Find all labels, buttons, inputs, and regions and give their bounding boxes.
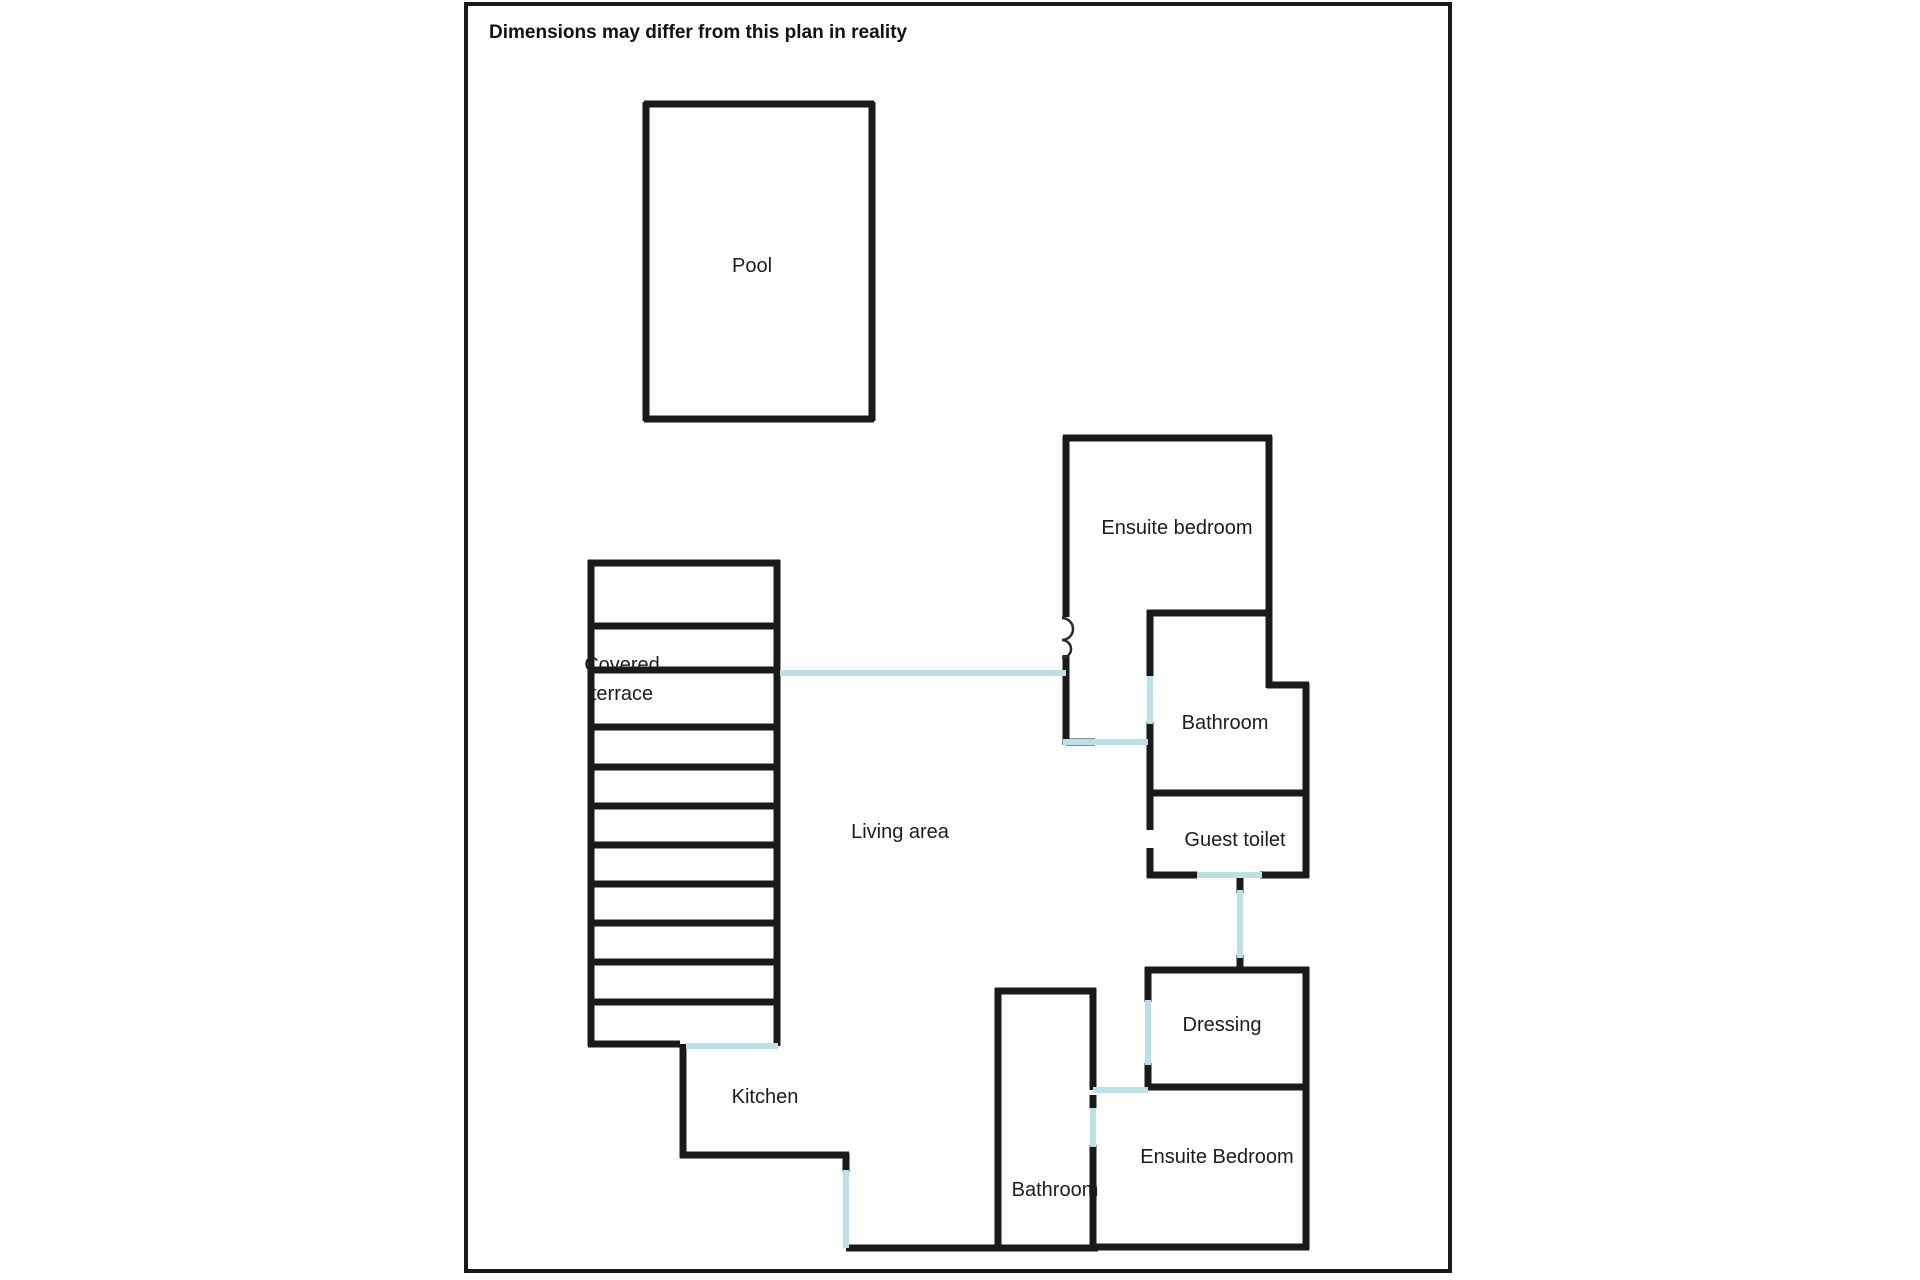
room-label-covered-terrace: Covered xyxy=(584,654,660,676)
room-label-ensuite-bedroom-top: Ensuite bedroom xyxy=(1101,517,1252,539)
room-label-living-area: Living area xyxy=(851,821,950,843)
plan-border xyxy=(464,2,1452,1273)
door-arcs-group xyxy=(1061,616,1075,660)
room-label-pool: Pool xyxy=(732,255,772,277)
disclaimer-note: Dimensions may differ from this plan in … xyxy=(489,22,908,43)
room-label-kitchen: Kitchen xyxy=(732,1086,799,1108)
room-label-covered-terrace2: terrace xyxy=(591,683,653,705)
walls-group xyxy=(587,100,1310,1252)
room-label-ensuite-bedroom-bottom: Ensuite Bedroom xyxy=(1140,1146,1293,1168)
room-label-guest-toilet: Guest toilet xyxy=(1184,829,1286,851)
doors-group xyxy=(686,670,1262,1248)
ensuite-door-arc-2 xyxy=(1061,638,1073,660)
room-label-dressing: Dressing xyxy=(1183,1014,1262,1036)
room-label-bathroom-bottom: Bathroom xyxy=(1012,1179,1099,1201)
room-label-bathroom-top: Bathroom xyxy=(1182,712,1269,734)
ensuite-door-arc xyxy=(1061,616,1075,642)
